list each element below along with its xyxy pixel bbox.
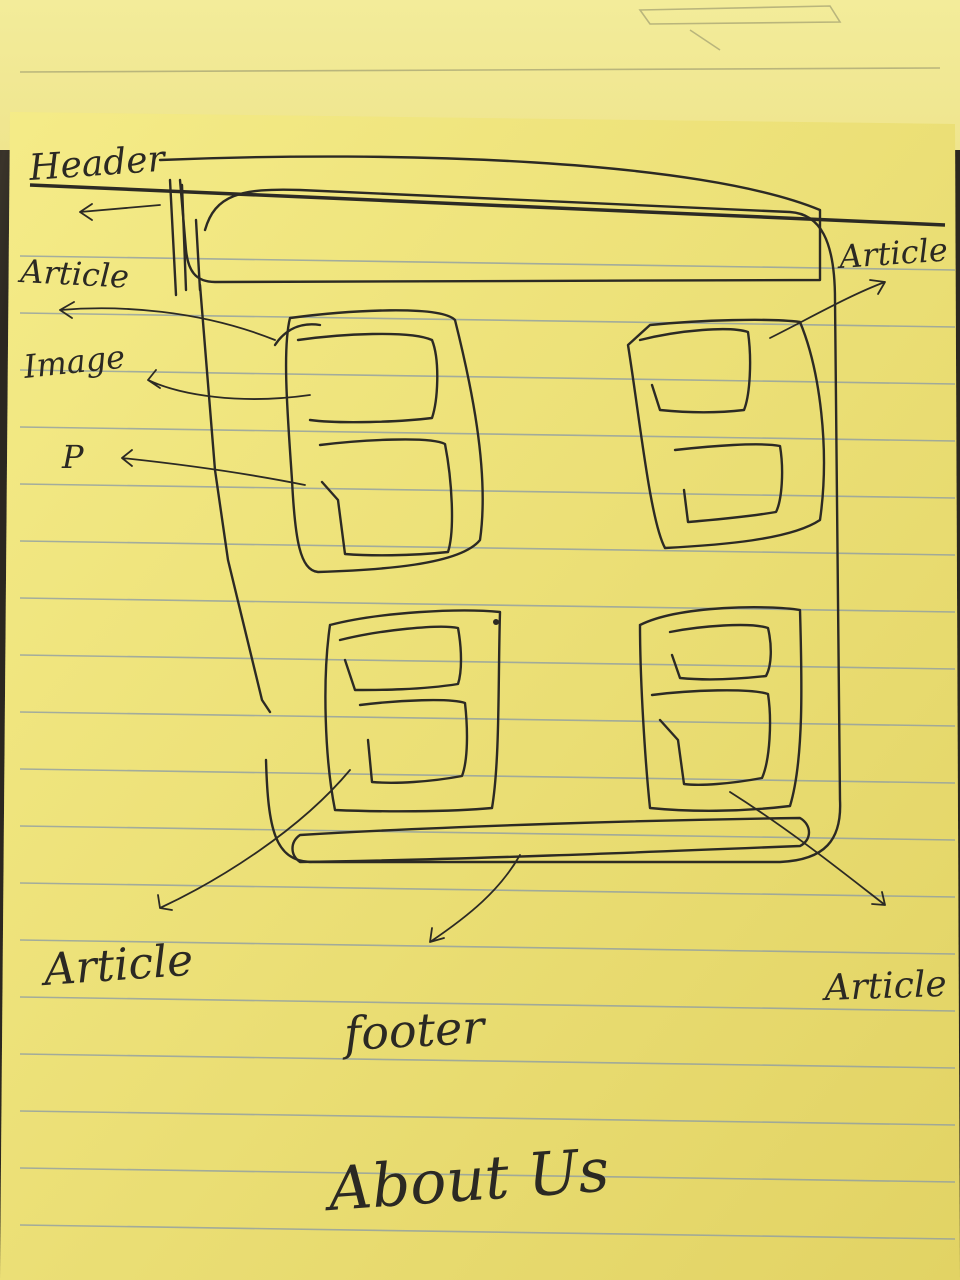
article-label-top-right: Article <box>835 230 949 276</box>
annotation-arrows <box>59 203 886 943</box>
ruled-line <box>19 882 956 898</box>
p-label: P <box>61 438 84 476</box>
header-label: Header <box>27 138 168 189</box>
ruled-line <box>19 540 956 556</box>
previous-page-marks <box>19 5 941 73</box>
ruled-line <box>19 825 956 841</box>
ruled-line <box>19 426 956 442</box>
ruled-line <box>19 768 956 784</box>
article-label-bottom-right: Article <box>821 964 948 1009</box>
footer-box-sketch <box>291 816 811 864</box>
ruled-line <box>19 255 956 271</box>
article-bottom-left-sketch <box>324 609 502 813</box>
ruled-line <box>19 1053 956 1069</box>
ruled-line <box>19 654 956 670</box>
article-label-bottom-left: Article <box>38 935 195 997</box>
ruled-line <box>19 312 956 328</box>
ruled-line <box>19 483 956 499</box>
ruled-line <box>19 369 956 385</box>
footer-label: footer <box>340 1000 489 1062</box>
header-box-sketch <box>158 155 822 284</box>
ruled-line <box>19 711 956 727</box>
ruled-line <box>19 1110 956 1126</box>
ruled-line <box>19 939 956 955</box>
article-top-left-sketch <box>273 309 484 574</box>
page-frame-sketch <box>203 188 842 864</box>
ruled-line <box>19 1167 956 1183</box>
ruled-line <box>19 996 956 1012</box>
article-bottom-right-sketch <box>638 606 803 812</box>
article-label-top-left: Article <box>17 252 130 296</box>
article-top-right-sketch <box>626 318 826 550</box>
ruled-line <box>19 1224 956 1240</box>
